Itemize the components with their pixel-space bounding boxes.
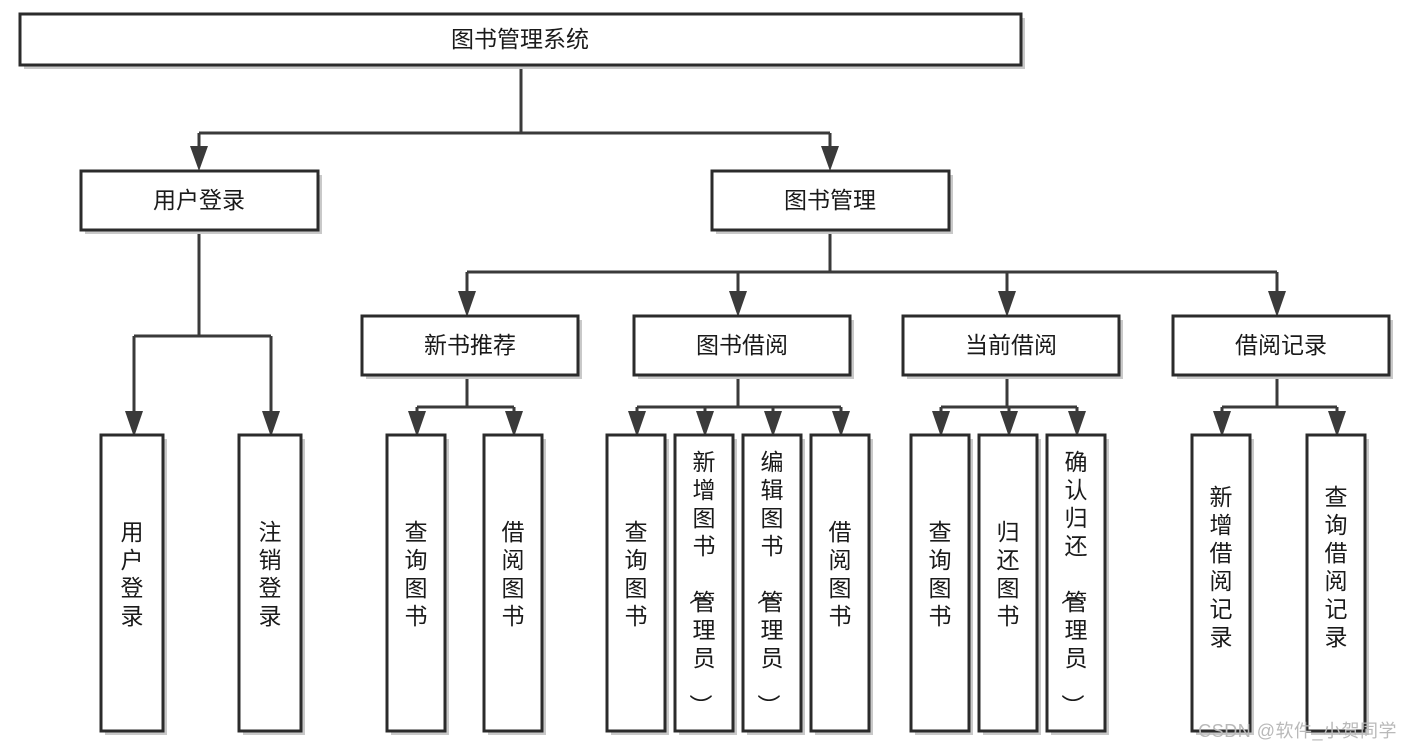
node-leaf-query-book-3-label: 查询图书 xyxy=(929,519,952,629)
node-book-manage[interactable]: 图书管理 xyxy=(710,169,953,234)
arrow-head-leaf-query-record xyxy=(1328,411,1346,437)
node-leaf-add-book[interactable]: 新增图书（管理员） xyxy=(673,433,737,735)
node-current-borrow-label: 当前借阅 xyxy=(965,332,1057,358)
node-borrow-record-label: 借阅记录 xyxy=(1235,332,1327,358)
arrow-head-new-book-rec xyxy=(458,291,476,317)
node-borrow-record[interactable]: 借阅记录 xyxy=(1171,314,1393,379)
node-current-borrow[interactable]: 当前借阅 xyxy=(901,314,1123,379)
node-new-book-rec-box[interactable] xyxy=(360,314,580,377)
node-leaf-return-book-label: 归还图书 xyxy=(997,519,1020,629)
node-book-manage-label: 图书管理 xyxy=(784,187,876,213)
node-leaf-add-book-label: 新增图书（管理员） xyxy=(688,449,716,717)
node-leaf-add-book-box[interactable] xyxy=(673,433,735,733)
node-leaf-user-login-box[interactable] xyxy=(99,433,165,733)
arrow-head-leaf-query-book-1 xyxy=(408,411,426,437)
arrow-head-borrow-record xyxy=(1268,291,1286,317)
node-leaf-query-book-2[interactable]: 查询图书 xyxy=(605,433,669,735)
node-leaf-confirm-return-label: 确认归还（管理员） xyxy=(1060,449,1088,717)
node-leaf-confirm-return[interactable]: 确认归还（管理员） xyxy=(1045,433,1109,735)
node-leaf-logout-label: 注销登录 xyxy=(259,519,282,629)
node-leaf-query-book-3[interactable]: 查询图书 xyxy=(909,433,973,735)
node-current-borrow-box[interactable] xyxy=(901,314,1121,377)
node-leaf-logout-box[interactable] xyxy=(237,433,303,733)
arrow-head-leaf-add-book xyxy=(696,411,714,437)
node-leaf-query-book-2-label: 查询图书 xyxy=(625,519,648,629)
node-root[interactable]: 图书管理系统 xyxy=(18,12,1025,69)
node-leaf-add-record-label: 新增借阅记录 xyxy=(1210,484,1233,650)
node-leaf-query-record-label: 查询借阅记录 xyxy=(1325,484,1348,650)
node-leaf-confirm-return-box[interactable] xyxy=(1045,433,1107,733)
arrow-head-current-borrow xyxy=(998,291,1016,317)
arrow-head-leaf-user-login xyxy=(125,411,143,437)
node-leaf-query-book-1-box[interactable] xyxy=(385,433,447,733)
connectors-layer xyxy=(125,66,1346,437)
arrow-head-leaf-borrow-book-1 xyxy=(505,411,523,437)
node-new-book-rec-label: 新书推荐 xyxy=(424,332,516,358)
node-leaf-edit-book[interactable]: 编辑图书（管理员） xyxy=(741,433,805,735)
node-borrow-record-box[interactable] xyxy=(1171,314,1391,377)
node-leaf-borrow-book-2[interactable]: 借阅图书 xyxy=(809,433,873,735)
node-leaf-query-book-3-box[interactable] xyxy=(909,433,971,733)
node-leaf-return-book-box[interactable] xyxy=(977,433,1039,733)
node-leaf-query-record[interactable]: 查询借阅记录 xyxy=(1305,433,1369,735)
node-book-borrow[interactable]: 图书借阅 xyxy=(632,314,854,379)
arrow-head-book-manage xyxy=(821,146,839,171)
arrow-head-leaf-edit-book xyxy=(764,411,782,437)
arrow-head-user-login xyxy=(190,146,208,171)
node-user-login-box[interactable] xyxy=(79,169,320,232)
node-leaf-query-book-1-label: 查询图书 xyxy=(405,519,428,629)
arrow-head-leaf-query-book-3 xyxy=(932,411,950,437)
node-leaf-edit-book-box[interactable] xyxy=(741,433,803,733)
node-leaf-return-book[interactable]: 归还图书 xyxy=(977,433,1041,735)
node-root-box[interactable] xyxy=(18,12,1023,67)
node-leaf-query-book-2-box[interactable] xyxy=(605,433,667,733)
node-book-manage-box[interactable] xyxy=(710,169,951,232)
node-leaf-borrow-book-2-box[interactable] xyxy=(809,433,871,733)
node-leaf-borrow-book-1[interactable]: 借阅图书 xyxy=(482,433,546,735)
node-user-login[interactable]: 用户登录 xyxy=(79,169,322,234)
node-root-label: 图书管理系统 xyxy=(451,26,589,52)
arrow-head-leaf-add-record xyxy=(1213,411,1231,437)
node-leaf-user-login[interactable]: 用户登录 xyxy=(99,433,167,735)
node-new-book-rec[interactable]: 新书推荐 xyxy=(360,314,582,379)
node-leaf-query-book-1[interactable]: 查询图书 xyxy=(385,433,449,735)
node-leaf-edit-book-label: 编辑图书（管理员） xyxy=(756,449,784,717)
arrow-head-book-borrow xyxy=(729,291,747,317)
arrow-head-leaf-return-book xyxy=(1000,411,1018,437)
node-leaf-logout[interactable]: 注销登录 xyxy=(237,433,305,735)
node-leaf-borrow-book-1-label: 借阅图书 xyxy=(502,519,525,629)
node-user-login-label: 用户登录 xyxy=(153,187,245,213)
node-leaf-user-login-label: 用户登录 xyxy=(121,519,144,629)
node-leaf-add-record[interactable]: 新增借阅记录 xyxy=(1190,433,1254,735)
node-leaf-borrow-book-1-box[interactable] xyxy=(482,433,544,733)
node-book-borrow-label: 图书借阅 xyxy=(696,332,788,358)
arrow-head-leaf-borrow-book-2 xyxy=(832,411,850,437)
node-book-borrow-box[interactable] xyxy=(632,314,852,377)
arrow-head-leaf-logout xyxy=(262,411,280,437)
arrow-head-leaf-query-book-2 xyxy=(628,411,646,437)
node-leaf-add-record-box[interactable] xyxy=(1190,433,1252,733)
node-leaf-borrow-book-2-label: 借阅图书 xyxy=(829,519,852,629)
node-leaf-query-record-box[interactable] xyxy=(1305,433,1367,733)
arrow-head-leaf-confirm-return xyxy=(1068,411,1086,437)
